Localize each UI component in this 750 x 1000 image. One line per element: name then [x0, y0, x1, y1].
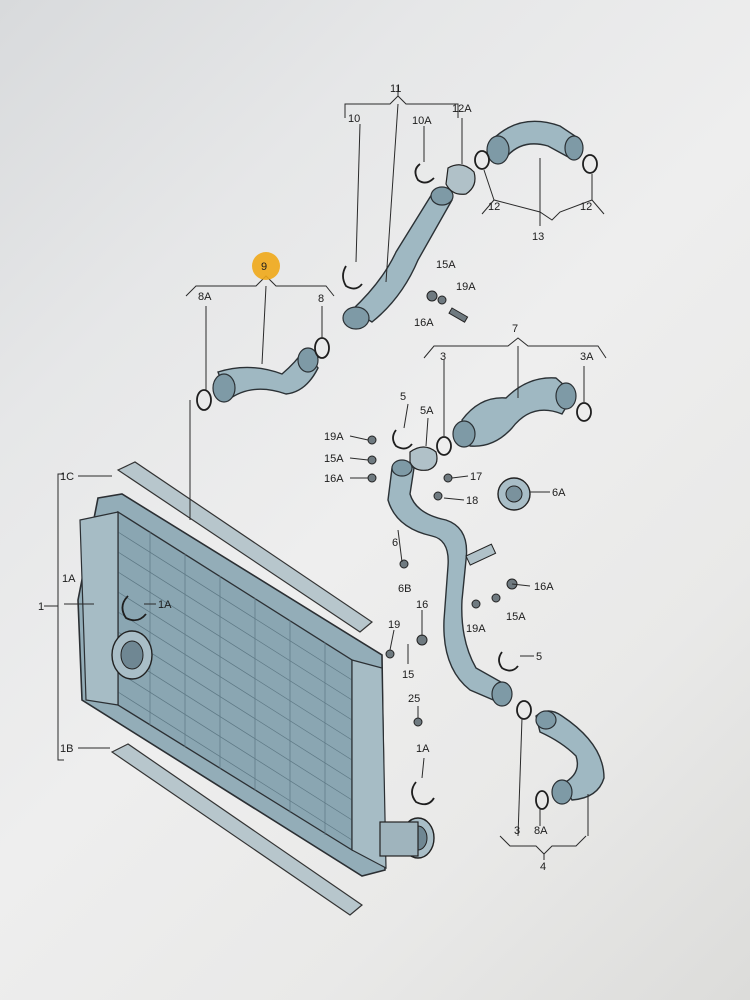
label-1A-ring: 1A: [158, 599, 172, 611]
label-8A-bottom: 8A: [534, 825, 548, 837]
label-8-top: 8: [318, 293, 324, 305]
label-1A-low: 1A: [416, 743, 430, 755]
label-12A: 12A: [452, 103, 472, 115]
hose-11: [342, 186, 454, 330]
label-18: 18: [466, 495, 478, 507]
pipe-6: [387, 459, 513, 707]
label-6: 6: [392, 537, 398, 549]
label-9: 9: [261, 261, 267, 273]
label-10A: 10A: [412, 115, 432, 127]
label-3-top: 3: [440, 351, 446, 363]
intercooler-core: [117, 510, 353, 852]
part-labels: 11 10 10A 12A 12 12 13 9 8A 8 15A 19A 16…: [38, 83, 594, 873]
label-3A: 3A: [580, 351, 594, 363]
label-16A-right: 16A: [534, 581, 554, 593]
clip-1A-ring: [121, 595, 147, 622]
label-8A-top: 8A: [198, 291, 212, 303]
label-1: 1: [38, 601, 44, 613]
label-12-right: 12: [580, 201, 592, 213]
label-15A-mid: 15A: [506, 611, 526, 623]
hose-9: [196, 337, 330, 411]
label-3-bottom: 3: [514, 825, 520, 837]
label-15: 15: [402, 669, 414, 681]
bottom-rail: [110, 743, 363, 916]
o-ring-8A-bottom: [535, 790, 549, 810]
label-19A-mid: 19A: [466, 623, 486, 635]
hose-assembly-13: [474, 120, 598, 174]
label-16A-top: 16A: [414, 317, 434, 329]
label-1C: 1C: [60, 471, 74, 483]
hose-4: [516, 700, 605, 810]
clamp-5A: [409, 446, 438, 471]
top-rail: [116, 461, 373, 633]
label-5-top: 5: [400, 391, 406, 403]
label-5A: 5A: [420, 405, 434, 417]
label-19: 19: [388, 619, 400, 631]
clip-5-right: [498, 651, 519, 672]
label-7: 7: [512, 323, 518, 335]
label-16: 16: [416, 599, 428, 611]
leader-lines: [44, 86, 607, 860]
label-19A-left: 19A: [324, 431, 344, 443]
label-1B: 1B: [60, 743, 73, 755]
o-ring-3-top: [436, 436, 452, 456]
clip-10A: [414, 163, 435, 184]
clip-5-top: [392, 429, 413, 450]
o-ring-3A: [576, 402, 592, 422]
label-10: 10: [348, 113, 360, 125]
bolt-19A-top: [448, 307, 469, 323]
o-ring-12-right: [582, 154, 598, 174]
clamp-12A: [445, 164, 476, 195]
o-ring-8-top: [314, 337, 330, 359]
label-15A-left: 15A: [324, 453, 344, 465]
callout-highlight-9: [252, 252, 280, 280]
label-17: 17: [470, 471, 482, 483]
clip-10: [342, 265, 363, 290]
hose-7: [436, 377, 592, 456]
o-ring-3-bottom: [516, 700, 532, 720]
label-6A: 6A: [552, 487, 566, 499]
intercooler: [77, 461, 435, 916]
label-6B: 6B: [398, 583, 411, 595]
label-11: 11: [390, 83, 401, 95]
label-16A-left: 16A: [324, 473, 344, 485]
label-13: 13: [532, 231, 544, 243]
label-4: 4: [540, 861, 546, 873]
bolt-15A-top: [426, 290, 438, 302]
nut-16A-top: [437, 295, 447, 305]
label-25: 25: [408, 693, 420, 705]
label-19A-top: 19A: [456, 281, 476, 293]
o-ring-12-left: [474, 150, 490, 170]
label-1A-side: 1A: [62, 573, 76, 585]
label-15A-top: 15A: [436, 259, 456, 271]
label-5-right: 5: [536, 651, 542, 663]
o-ring-8A-top: [196, 389, 212, 411]
label-12-left: 12: [488, 201, 500, 213]
clip-1A-low: [411, 781, 435, 806]
cap-6A: [497, 477, 531, 511]
